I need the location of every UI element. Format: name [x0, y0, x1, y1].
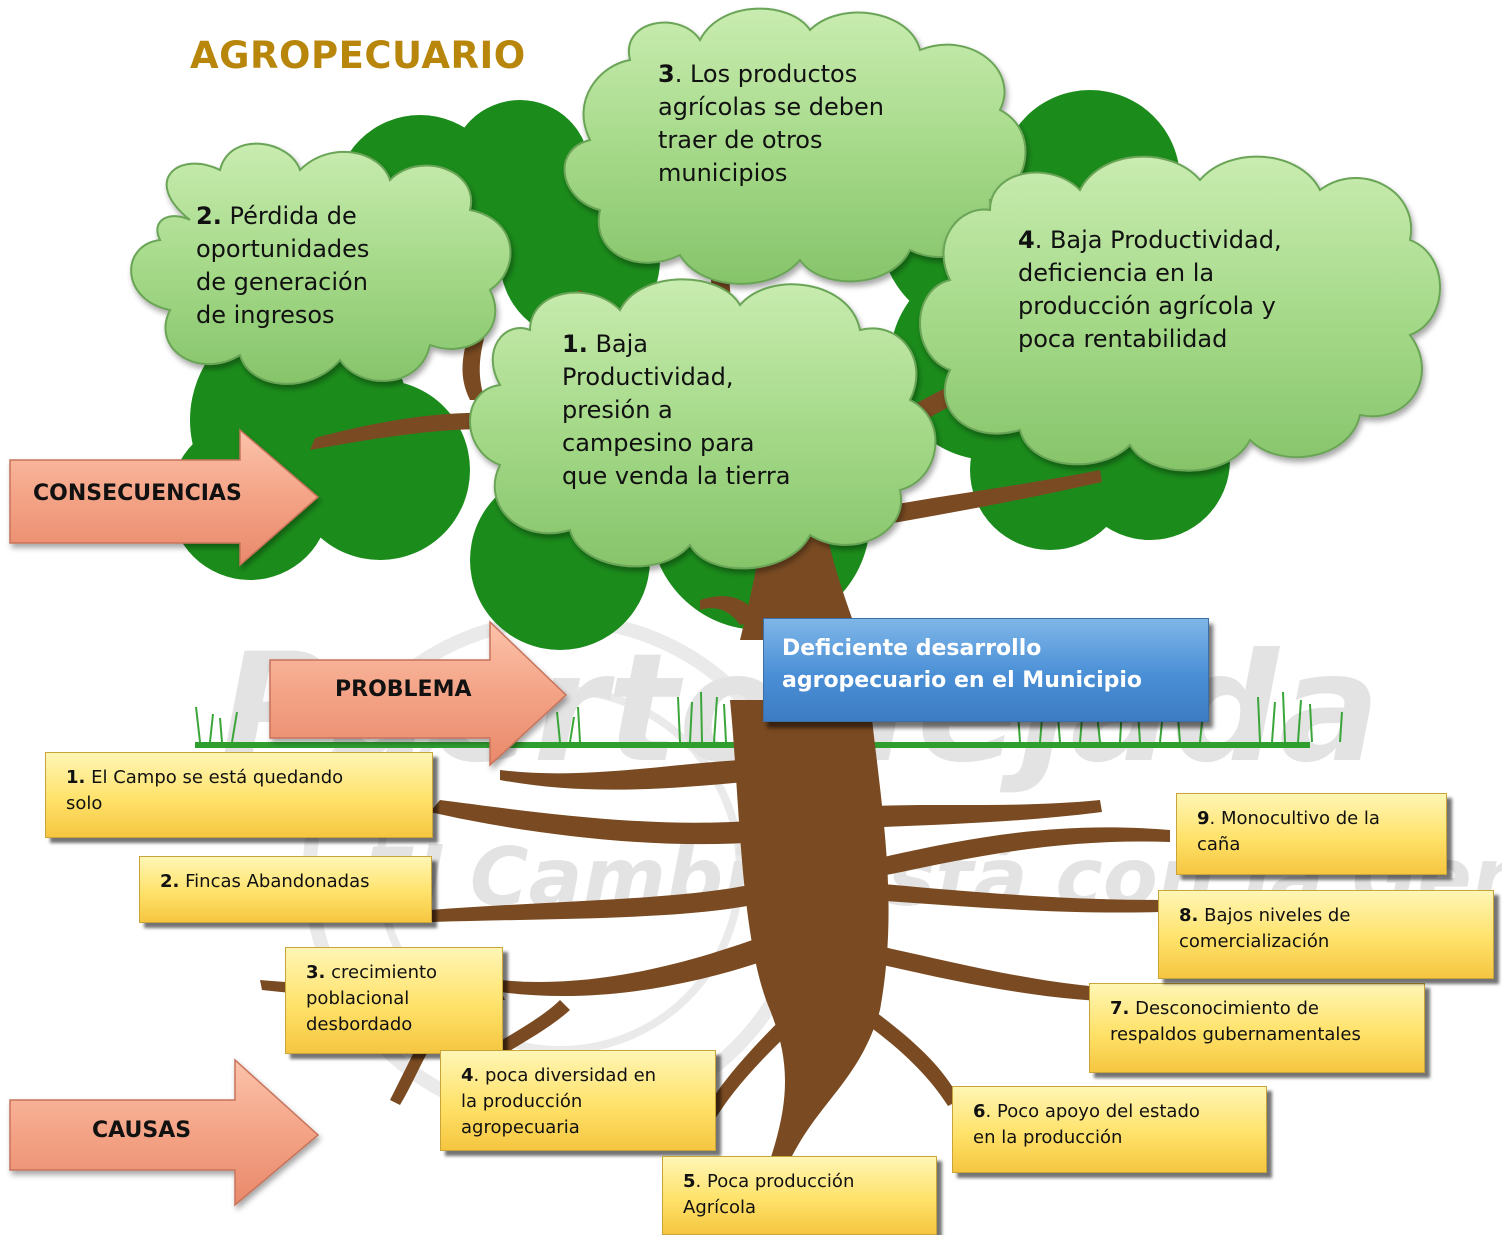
problem-line1: Deficiente desarrollo [782, 636, 1042, 661]
cause-5: 5. Poca producción Agrícola [662, 1156, 937, 1235]
cause-8: 8. Bajos niveles de comercialización [1158, 890, 1494, 979]
cause-1: 1. El Campo se está quedando solo [45, 752, 433, 838]
consequence-3: 3. Los productos agrícolas se deben trae… [658, 60, 884, 187]
cloud-consequence-4 [919, 155, 1441, 472]
consequence-1: 1. Baja Productividad, presión a campesi… [562, 330, 791, 490]
cause-2: 2. Fincas Abandonadas [139, 856, 432, 923]
arrow-consecuencias [9, 428, 320, 567]
cause-3: 3. crecimiento poblacional desbordado [285, 947, 503, 1054]
consequence-number: 4 [1018, 226, 1035, 254]
consequence-2: 2. Pérdida de oportunidades de generació… [196, 202, 370, 329]
label-problema: PROBLEMA [335, 677, 472, 702]
problem-line2: agropecuario en el Municipio [782, 668, 1143, 693]
cloud-consequence-2 [130, 142, 512, 385]
tree-roots [260, 700, 1170, 1160]
label-consecuencias: CONSECUENCIAS [33, 481, 242, 506]
label-causas: CAUSAS [92, 1118, 192, 1143]
cloud-consequence-1 [469, 278, 937, 570]
cause-7: 7. Desconocimiento de respaldos gubernam… [1089, 983, 1425, 1073]
consequence-number: 3 [658, 60, 675, 88]
page-title: AGROPECUARIO [190, 34, 526, 77]
consequence-number: 1. [562, 330, 588, 358]
cause-6: 6. Poco apoyo del estado en la producció… [952, 1086, 1267, 1173]
arrow-causas [9, 1058, 320, 1207]
arrow-problema [269, 620, 568, 767]
cause-9: 9. Monocultivo de la caña [1176, 793, 1447, 875]
consequence-4: 4. Baja Productividad, deficiencia en la… [1018, 226, 1282, 353]
problem-box: Deficiente desarrollo agropecuario en el… [763, 618, 1209, 722]
consequence-number: 2. [196, 202, 222, 230]
cause-4: 4. poca diversidad en la producción agro… [440, 1050, 716, 1151]
